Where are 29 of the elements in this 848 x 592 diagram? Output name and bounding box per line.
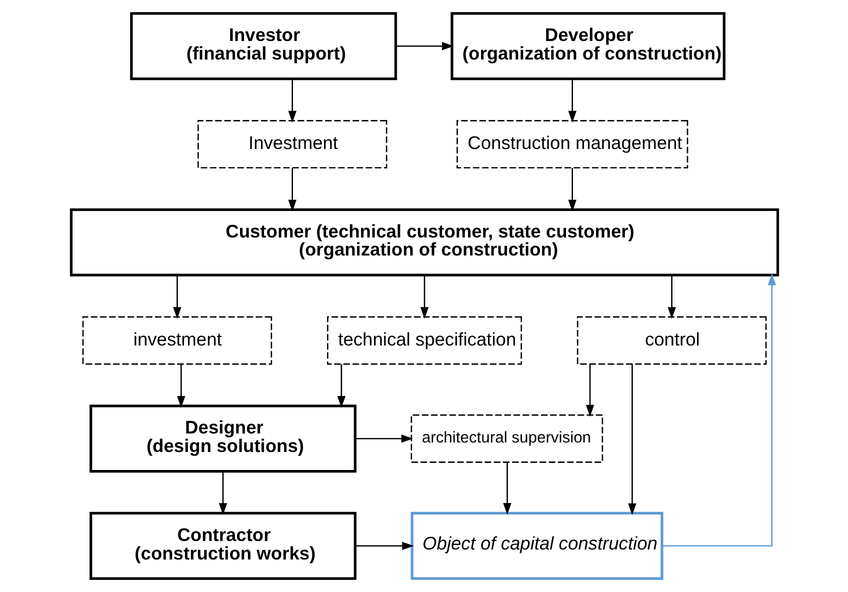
arrow (662, 273, 776, 547)
arrow (176, 364, 185, 408)
arrow (502, 462, 511, 515)
arrow (354, 434, 413, 443)
arrow (288, 79, 296, 123)
node-box: Designer (design solutions) (89, 404, 356, 473)
arrow (568, 168, 576, 212)
arrow (288, 168, 296, 212)
node-box: Investor (financial support) (130, 12, 397, 80)
arrow (420, 276, 428, 319)
arrow (568, 79, 576, 123)
node-box: architectural supervision (410, 414, 603, 463)
arrow (667, 276, 676, 319)
node-box: Customer (technical customer, state customer) (organization of construction) (69, 208, 779, 276)
arrow (628, 364, 636, 516)
arrow (396, 42, 454, 50)
node-box: Developer (organization of construction) (450, 12, 725, 80)
arrow (172, 276, 181, 319)
node-box: Contractor (construction works) (89, 512, 356, 580)
node-box: Investment (197, 120, 387, 168)
node-box: technical specification (326, 316, 522, 365)
arrow (354, 542, 414, 550)
node-box: Object of capital construction (410, 512, 663, 580)
arrow (218, 471, 227, 515)
node-box: control (576, 316, 766, 365)
node-box: investment (82, 316, 272, 365)
arrow (336, 364, 346, 408)
node-box: Construction management (456, 120, 688, 168)
arrow (585, 364, 594, 417)
